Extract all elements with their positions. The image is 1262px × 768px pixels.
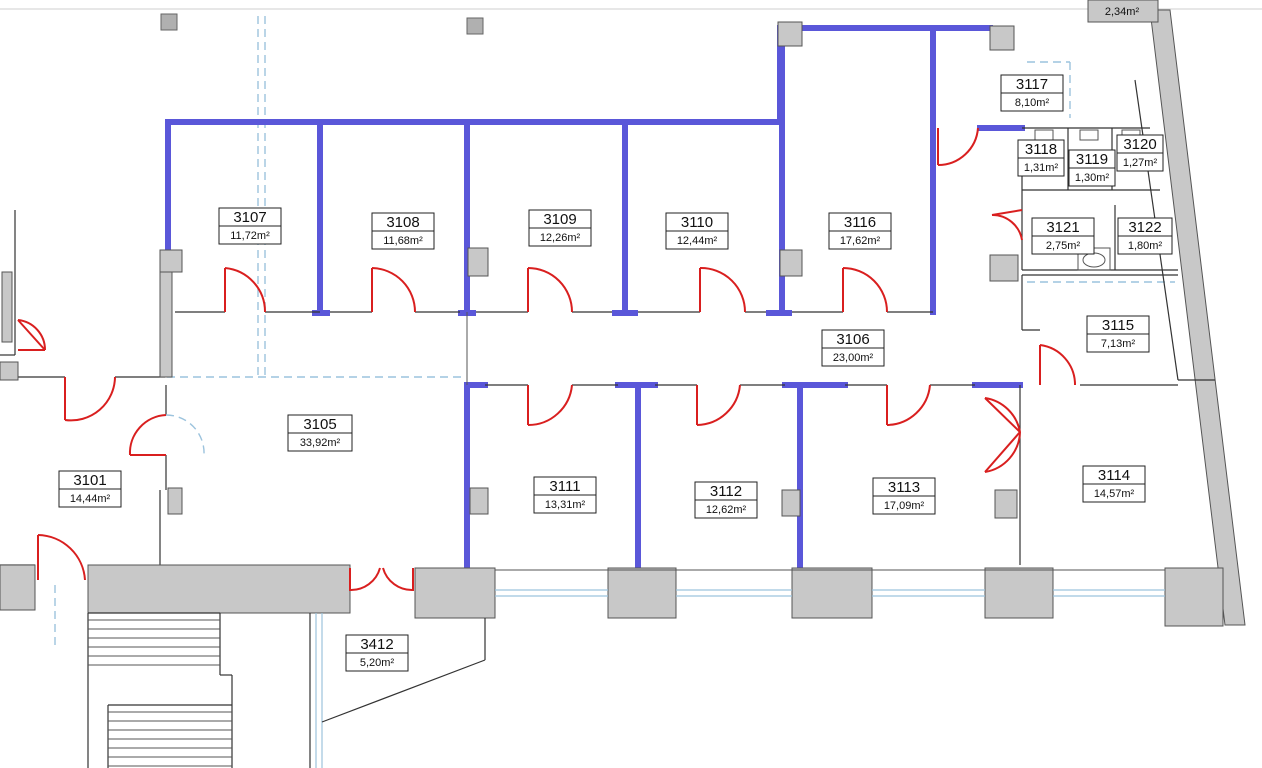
partitions [165, 25, 1025, 571]
room-number: 3122 [1128, 219, 1161, 236]
room-area: 12,26m² [540, 232, 581, 244]
room-area: 14,44m² [70, 493, 111, 505]
room-area: 1,80m² [1128, 240, 1163, 252]
room-label-3116: 3116 17,62m² [828, 212, 892, 250]
room-number: 3110 [681, 214, 713, 231]
room-area: 12,62m² [706, 504, 747, 516]
partial-area-label: 2,34m² [1105, 6, 1140, 18]
room-label-3108: 3108 11,68m² [371, 212, 435, 250]
room-label-3118: 3118 1,31m² [1017, 139, 1065, 177]
room-number: 3114 [1098, 467, 1130, 484]
room-number: 3109 [543, 211, 576, 228]
lower-area [87, 612, 486, 768]
room-label-3122: 3122 1,80m² [1117, 217, 1173, 255]
room-area: 33,92m² [300, 437, 341, 449]
room-label-3119: 3119 1,30m² [1068, 149, 1116, 187]
outer-walls [1087, 0, 1246, 626]
column [466, 17, 484, 35]
room-area: 17,09m² [884, 500, 925, 512]
room-label-3101: 3101 14,44m² [58, 470, 122, 508]
room-number: 3111 [549, 478, 580, 495]
room-area: 17,62m² [840, 235, 881, 247]
room-area: 12,44m² [677, 235, 718, 247]
room-number: 3107 [233, 209, 266, 226]
room-label-3115: 3115 7,13m² [1086, 315, 1150, 353]
room-number: 3106 [836, 331, 869, 348]
room-number: 3119 [1076, 151, 1108, 168]
room-area: 5,20m² [360, 657, 395, 669]
room-number: 3412 [360, 636, 393, 653]
room-number: 3101 [73, 472, 106, 489]
room-label-3121: 3121 2,75m² [1031, 217, 1095, 255]
room-area: 1,30m² [1075, 172, 1110, 184]
room-number: 3117 [1016, 76, 1048, 93]
room-number: 3121 [1046, 219, 1079, 236]
room-number: 3112 [710, 483, 742, 500]
room-area: 2,75m² [1046, 240, 1081, 252]
structural-walls [0, 21, 1224, 627]
room-number: 3105 [303, 416, 336, 433]
stairs [88, 619, 232, 767]
room-area: 7,13m² [1101, 338, 1136, 350]
room-number: 3115 [1102, 317, 1134, 334]
room-label-3113: 3113 17,09m² [872, 477, 936, 515]
room-number: 3116 [844, 214, 876, 231]
room-number: 3118 [1025, 141, 1057, 158]
room-label-3112: 3112 12,62m² [694, 481, 758, 519]
room-area: 11,68m² [383, 235, 423, 247]
room-number: 3108 [386, 214, 419, 231]
room-area: 1,27m² [1123, 157, 1158, 169]
windows [495, 569, 1165, 597]
room-label-3110: 3110 12,44m² [665, 212, 729, 250]
room-number: 3120 [1123, 136, 1156, 153]
room-area: 1,31m² [1024, 162, 1059, 174]
room-label-3106: 3106 23,00m² [821, 329, 885, 367]
room-area: 13,31m² [545, 499, 586, 511]
room-labels: 3107 11,72m² 3108 11,68m² 3109 12,26m² 3110 12,… [58, 74, 1173, 672]
room-area: 14,57m² [1094, 488, 1135, 500]
room-number: 3113 [888, 479, 920, 496]
doors [17, 127, 1077, 592]
room-label-3120: 3120 1,27m² [1116, 134, 1164, 172]
room-area: 11,72m² [230, 230, 270, 242]
room-label-3117: 3117 8,10m² [1000, 74, 1064, 112]
room-label-3412: 3412 5,20m² [345, 634, 409, 672]
room-label-3105: 3105 33,92m² [287, 414, 353, 452]
room-label-3109: 3109 12,26m² [528, 209, 592, 247]
column [160, 13, 178, 31]
room-area: 23,00m² [833, 352, 874, 364]
room-label-3111: 3111 13,31m² [533, 476, 597, 514]
dashed-guides [54, 16, 1175, 650]
room-label-3114: 3114 14,57m² [1082, 465, 1146, 503]
room-label-3107: 3107 11,72m² [218, 207, 282, 245]
room-area: 8,10m² [1015, 97, 1050, 109]
